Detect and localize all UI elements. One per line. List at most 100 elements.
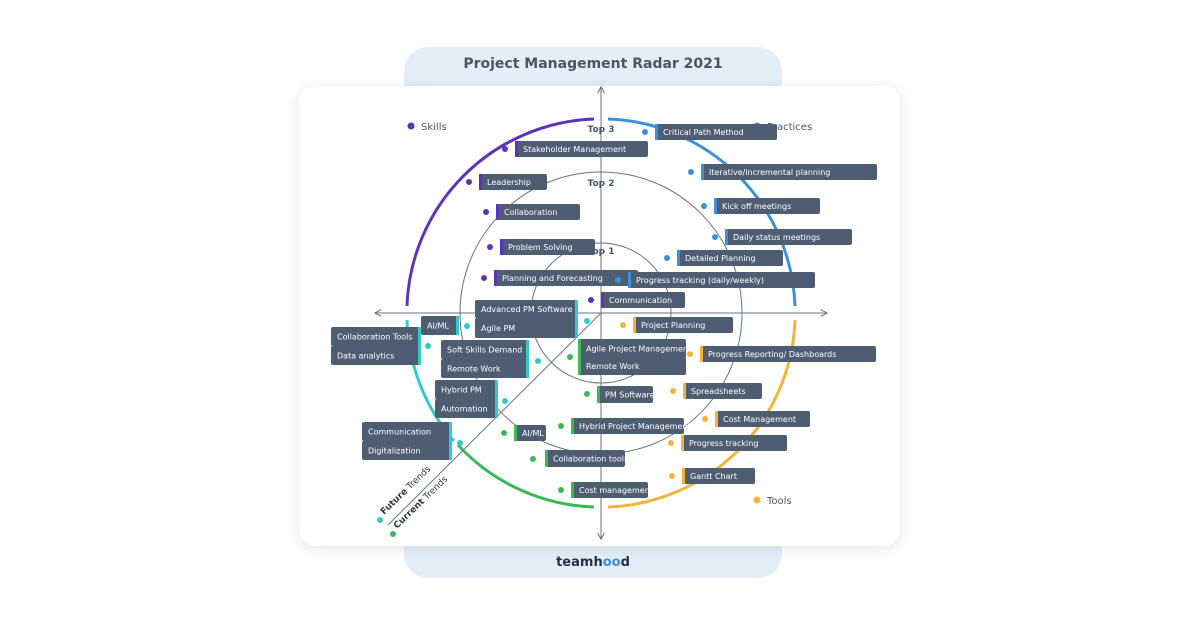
future-trend-ai-ml-2-dot xyxy=(464,323,470,329)
tool-spreadsheets-box xyxy=(683,383,762,399)
future-trend-communication-9-bar xyxy=(449,422,452,441)
future-trend-ai-ml-2-box xyxy=(421,316,459,335)
skill-communication-box xyxy=(601,292,685,308)
tool-progress-reporting-dashboards-box xyxy=(700,346,876,362)
skill-collaboration-dot xyxy=(483,209,489,215)
practices-legend-label: Practices xyxy=(767,122,812,133)
tool-cost-management-text: Cost Management xyxy=(723,415,796,424)
current-trend-collaboration-tools-5-text: Collaboration tools xyxy=(553,455,628,464)
current-trend-ai-ml-4-bar xyxy=(514,425,517,441)
future-trend-communication-9: Communication xyxy=(362,422,452,441)
practice-progress-tracking-daily-weekly: Progress tracking (daily/weekly) xyxy=(615,272,815,288)
ring-label-top-3: Top 3 xyxy=(588,125,615,135)
logo-accent: oo xyxy=(602,555,621,570)
skill-planning-and-forecasting-text: Planning and Forecasting xyxy=(502,274,603,283)
teamhood-logo: teamhood xyxy=(404,555,782,573)
tool-project-planning-bar xyxy=(633,317,636,333)
future-trend-digitalization-10: Digitalization xyxy=(362,440,463,460)
ring-label-top-2: Top 2 xyxy=(588,179,615,189)
future-trend-remote-work-6: Remote Work xyxy=(441,358,541,378)
future-trend-agile-pm-1: Agile PM xyxy=(475,318,590,338)
practice-progress-tracking-daily-weekly-text: Progress tracking (daily/weekly) xyxy=(636,276,764,285)
practice-iterative-incremental-planning-text: Iterative/incremental planning xyxy=(709,168,830,177)
tool-spreadsheets-bar xyxy=(683,383,686,399)
skill-collaboration-text: Collaboration xyxy=(504,208,557,217)
radar-items: Stakeholder ManagementLeadershipCollabor… xyxy=(331,124,877,498)
current-trend-agile-project-management-0-text: Agile Project Management xyxy=(586,345,691,354)
future-trend-hybrid-pm-7-bar xyxy=(495,380,498,399)
skill-planning-and-forecasting: Planning and Forecasting xyxy=(481,270,638,286)
practice-daily-status-meetings-bar xyxy=(725,229,728,245)
page-title: Project Management Radar 2021 xyxy=(463,56,723,72)
practice-detailed-planning-dot xyxy=(664,255,670,261)
logo-suffix: d xyxy=(620,555,630,570)
tool-progress-tracking-dot xyxy=(668,440,674,446)
tool-progress-reporting-dashboards-dot xyxy=(687,351,693,357)
current-trend-collaboration-tools-5-box xyxy=(545,450,625,467)
current-trend-remote-work-1: Remote Work xyxy=(578,357,686,375)
practice-iterative-incremental-planning-box xyxy=(701,164,877,180)
tool-gantt-chart-bar xyxy=(682,468,685,484)
ring-labels: Top 1 Top 2 Top 3 xyxy=(588,125,615,257)
tool-project-planning: Project Planning xyxy=(620,317,733,333)
future-trend-advanced-pm-software-0-box xyxy=(475,300,578,318)
current-trend-cost-management-6: Cost management xyxy=(558,482,653,498)
future-trend-advanced-pm-software-0-text: Advanced PM Software xyxy=(481,305,573,314)
future-trend-data-analytics-4-text: Data analytics xyxy=(337,352,394,361)
future-trend-collaboration-tools-3-bar xyxy=(418,327,421,346)
future-trend-data-analytics-4-bar xyxy=(418,346,421,365)
skill-collaboration: Collaboration xyxy=(483,204,580,220)
current-trend-hybrid-project-management-3: Hybrid Project Management xyxy=(558,418,691,434)
practice-detailed-planning: Detailed Planning xyxy=(664,250,783,266)
skill-stakeholder-management-bar xyxy=(515,141,518,157)
practice-detailed-planning-box xyxy=(677,250,783,266)
future-trend-advanced-pm-software-0: Advanced PM Software xyxy=(475,300,578,318)
future-trend-data-analytics-4-dot xyxy=(425,343,431,349)
skill-stakeholder-management-text: Stakeholder Management xyxy=(523,145,626,154)
skill-leadership-box xyxy=(479,174,547,190)
skill-problem-solving-box xyxy=(500,239,595,255)
tool-gantt-chart-dot xyxy=(669,473,675,479)
current-trends-dot xyxy=(390,531,396,537)
future-trend-hybrid-pm-7-box xyxy=(435,380,498,399)
current-trend-agile-project-management-0-bar xyxy=(578,339,581,358)
tool-project-planning-box xyxy=(633,317,733,333)
tool-gantt-chart: Gantt Chart xyxy=(669,468,755,484)
tool-progress-tracking-text: Progress tracking xyxy=(689,439,758,448)
future-trend-automation-8-text: Automation xyxy=(441,405,488,414)
practice-iterative-incremental-planning: Iterative/incremental planning xyxy=(688,164,877,180)
tool-cost-management-bar xyxy=(715,411,718,427)
skills-arc xyxy=(405,117,595,307)
future-trend-hybrid-pm-7-text: Hybrid PM xyxy=(441,386,482,395)
practice-daily-status-meetings-text: Daily status meetings xyxy=(733,233,820,242)
diagonal-axis xyxy=(387,312,602,526)
skill-stakeholder-management: Stakeholder Management xyxy=(502,141,648,157)
skill-problem-solving-dot xyxy=(487,244,493,250)
skill-leadership: Leadership xyxy=(466,174,547,190)
current-trend-agile-project-management-0: Agile Project Management xyxy=(567,339,691,360)
practice-iterative-incremental-planning-bar xyxy=(701,164,704,180)
future-trend-remote-work-6-text: Remote Work xyxy=(447,365,501,374)
future-trend-agile-pm-1-box xyxy=(475,318,578,338)
future-trend-agile-pm-1-bar xyxy=(575,318,578,338)
skill-leadership-dot xyxy=(466,179,472,185)
tool-progress-tracking-box xyxy=(681,435,787,451)
practice-critical-path-method: Critical Path Method xyxy=(642,124,777,140)
future-trend-ai-ml-2-bar xyxy=(456,316,459,335)
practice-daily-status-meetings-dot xyxy=(712,234,718,240)
future-trend-collaboration-tools-3-box xyxy=(331,327,421,346)
future-trend-digitalization-10-text: Digitalization xyxy=(368,447,421,456)
current-trend-agile-project-management-0-dot xyxy=(567,354,573,360)
future-trend-agile-pm-1-dot xyxy=(584,318,590,324)
tool-cost-management-box xyxy=(715,411,810,427)
tool-spreadsheets: Spreadsheets xyxy=(670,383,762,399)
current-trend-cost-management-6-dot xyxy=(558,487,564,493)
skill-leadership-bar xyxy=(479,174,482,190)
tools-legend-dot xyxy=(753,496,761,504)
current-trend-collaboration-tools-5-dot xyxy=(530,456,536,462)
current-trend-remote-work-1-bar xyxy=(578,357,581,375)
ring-label-top-1: Top 1 xyxy=(588,247,615,257)
practice-kick-off-meetings: Kick off meetings xyxy=(701,198,820,214)
future-trend-digitalization-10-box xyxy=(362,441,452,460)
